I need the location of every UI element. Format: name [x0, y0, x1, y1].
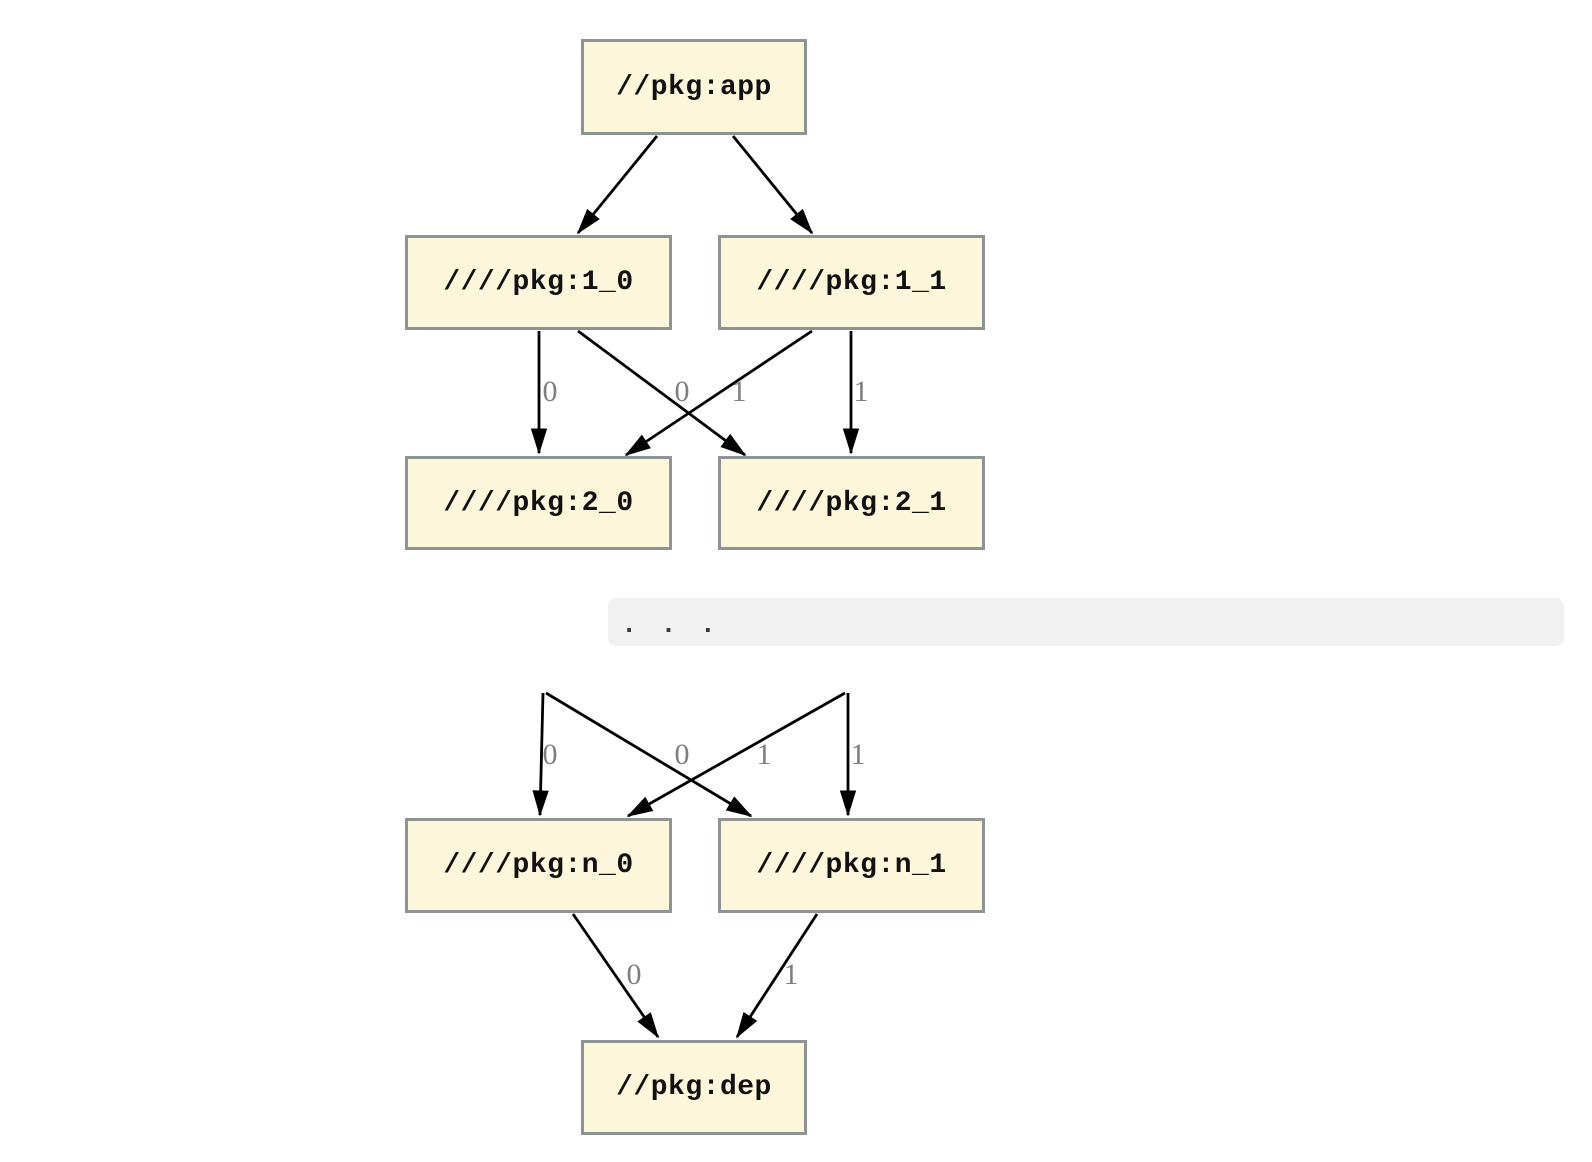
- edge-label-e1-to-nn_1: 1: [850, 738, 866, 771]
- graph-node-dep: //pkg:dep: [581, 1040, 807, 1135]
- edge-nn_0-to-dep: [571, 913, 660, 1039]
- edge-e1-to-nn_0: [626, 691, 846, 818]
- graph-node-label: ////pkg:n_1: [756, 850, 947, 881]
- edge-label-e0-to-nn_1: 1: [756, 738, 772, 771]
- graph-node-n1_0: ////pkg:1_0: [405, 235, 672, 330]
- graph-node-n2_0: ////pkg:2_0: [405, 456, 672, 550]
- edge-label-e1-to-nn_0: 0: [674, 738, 690, 771]
- graph-node-label: ////pkg:n_0: [443, 850, 634, 881]
- ellipsis-label: . . .: [621, 611, 717, 641]
- graph-node-label: //pkg:dep: [616, 1072, 772, 1103]
- edge-label-n1_1-to-n2_1: 1: [853, 375, 869, 408]
- edge-e0-to-nn_1: [545, 691, 753, 818]
- edge-n1_0-to-n2_1: [577, 329, 747, 457]
- edge-label-n1_0-to-n2_0: 0: [542, 375, 558, 408]
- graph-node-label: ////pkg:1_1: [756, 267, 947, 298]
- edge-label-e0-to-nn_0: 0: [542, 738, 558, 771]
- edge-nn_1-to-dep: [735, 913, 819, 1039]
- graph-node-label: //pkg:app: [616, 71, 772, 103]
- graph-node-n2_1: ////pkg:2_1: [718, 456, 985, 550]
- edge-label-n1_0-to-n2_1: 1: [731, 375, 747, 408]
- graph-node-label: ////pkg:1_0: [443, 267, 634, 298]
- edge-label-nn_0-to-dep: 0: [626, 958, 642, 991]
- edge-n1_1-to-n2_0: [624, 329, 813, 457]
- collapsed-levels-separator: . . .: [608, 598, 1564, 646]
- graph-node-label: ////pkg:2_0: [443, 487, 634, 519]
- edge-label-n1_1-to-n2_0: 0: [674, 375, 690, 408]
- graph-node-nn_0: ////pkg:n_0: [405, 818, 672, 913]
- edge-app-to-n1_0: [576, 135, 659, 235]
- graph-node-label: ////pkg:2_1: [756, 487, 947, 519]
- graph-node-app: //pkg:app: [581, 39, 807, 135]
- graph-node-nn_1: ////pkg:n_1: [718, 818, 985, 913]
- graph-node-n1_1: ////pkg:1_1: [718, 235, 985, 330]
- edge-app-to-n1_1: [731, 135, 814, 235]
- edge-label-nn_1-to-dep: 1: [783, 958, 799, 991]
